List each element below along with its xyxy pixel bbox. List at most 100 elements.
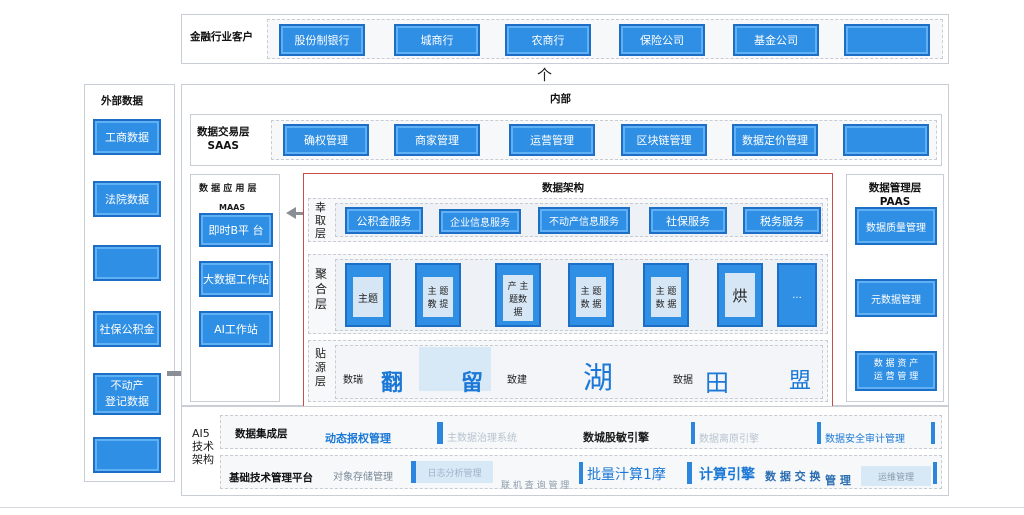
aggregate-item-1[interactable]: 主题 <box>345 263 391 327</box>
aggregate-item-3-label: 产 主 题数 据 <box>503 275 533 321</box>
finance-item-city-bank[interactable]: 城商行 <box>394 24 480 56</box>
integration-title: 数据集成层 <box>235 428 288 440</box>
base-item-2[interactable]: 日志分析管理 <box>411 461 493 483</box>
arch-to-app-arrow-icon <box>286 207 296 219</box>
finance-item-rural-bank[interactable]: 农商行 <box>505 24 591 56</box>
finance-items-row <box>267 19 943 59</box>
external-item-real-estate[interactable]: 不动产 登记数据 <box>93 373 161 415</box>
trade-item-operations[interactable]: 运营管理 <box>509 124 595 156</box>
integration-bar-2 <box>691 422 695 444</box>
base-bar-2 <box>687 462 692 484</box>
source-item-6: 致据 <box>673 375 693 386</box>
base-item-4[interactable]: 批量汁算1摩 <box>587 467 666 483</box>
up-arrow-icon: 个 <box>537 66 553 84</box>
tech-side-label: AI5 技术 架构 <box>192 427 214 466</box>
aggregate-item-1-label: 主题 <box>353 277 383 317</box>
arch-row-extract: 幸 取 层 公积金服务 企业信息服务 不动产信息服务 社保服务 税务服务 <box>308 198 828 242</box>
source-item-4: 致建 <box>507 375 527 386</box>
extract-item-housing-fund[interactable]: 公积金服务 <box>345 207 423 234</box>
base-item-1[interactable]: 对象存储管理 <box>333 472 393 483</box>
source-item-5: 湖 <box>583 361 613 396</box>
external-item-bottom[interactable] <box>93 437 161 473</box>
finance-item-fund[interactable]: 基金公司 <box>733 24 819 56</box>
mgmt-layer-title: 数据管理层 PAAS <box>868 182 922 208</box>
app-item-bigdata[interactable]: 大数据工作站 <box>199 261 273 297</box>
source-item-2: 翻 <box>381 371 404 396</box>
trade-layer-title: 数据交易层 SAAS <box>197 126 250 152</box>
integration-item-1[interactable]: 动态报权管理 <box>325 432 391 445</box>
mgmt-item-assets[interactable]: 数 据 资 产 运 营 管 理 <box>855 351 937 391</box>
finance-item-blank[interactable] <box>844 24 930 56</box>
external-item-blank[interactable] <box>93 245 161 281</box>
aggregate-item-2[interactable]: 主 题 教 提 <box>415 263 461 327</box>
extract-item-social[interactable]: 社保服务 <box>649 207 727 234</box>
maas-label: MAAS <box>219 203 246 212</box>
base-item-6[interactable]: 数 据 交 换 <box>765 470 821 483</box>
trade-item-blank[interactable] <box>843 124 929 156</box>
trade-item-rights[interactable]: 确权管理 <box>283 124 369 156</box>
data-architecture-panel: 数据架构 幸 取 层 公积金服务 企业信息服务 不动产信息服务 社保服务 税务服… <box>303 173 833 408</box>
trade-item-pricing[interactable]: 数据定价管理 <box>732 124 818 156</box>
arch-row-aggregate-label: 聚 合 层 <box>315 267 328 311</box>
base-bar-1 <box>579 462 583 484</box>
base-item-3[interactable]: 联 机 查 询 管 理 <box>501 481 570 491</box>
aggregate-item-6-label: 烘 <box>725 273 755 317</box>
base-bar-3 <box>933 462 937 484</box>
arch-row-aggregate: 聚 合 层 主题 主 题 教 提 产 主 题数 据 主 题 数 据 主 题 数 … <box>308 254 828 334</box>
extract-item-real-estate[interactable]: 不动产信息服务 <box>538 207 630 234</box>
mgmt-layer-panel: 数据管理层 PAAS 数据质量管理 元数据管理 数 据 资 产 运 营 管 理 <box>846 174 944 402</box>
external-item-court[interactable]: 法院数据 <box>93 181 161 217</box>
finance-item-joint-stock-bank[interactable]: 股份制银行 <box>279 24 365 56</box>
external-data-title: 外部数据 <box>101 95 143 107</box>
source-item-7: 田 <box>705 369 729 397</box>
app-item-ai[interactable]: AI工作站 <box>199 311 273 347</box>
inner-title: 内部 <box>550 93 571 105</box>
aggregate-item-4-label: 主 题 数 据 <box>576 277 606 317</box>
mgmt-item-metadata[interactable]: 元数据管理 <box>855 279 937 317</box>
mgmt-item-quality[interactable]: 数据质量管理 <box>855 207 937 245</box>
arch-title: 数据架构 <box>542 182 584 194</box>
base-platform-title: 基础技术管理平台 <box>229 472 313 484</box>
base-item-8[interactable]: 运维管理 <box>861 466 931 486</box>
aggregate-item-6[interactable]: 烘 <box>717 263 763 327</box>
bottom-divider <box>0 507 1024 508</box>
arch-arrow-line <box>296 212 306 215</box>
app-layer-panel: 数 据 应 用 层 MAAS 即时B平 台 大数据工作站 AI工作站 <box>190 174 280 402</box>
arch-row-source-items <box>335 345 823 399</box>
aggregate-item-7[interactable]: ... <box>777 263 817 327</box>
aggregate-item-3[interactable]: 产 主 题数 据 <box>495 263 541 327</box>
finance-item-insurance[interactable]: 保险公司 <box>619 24 705 56</box>
trade-item-blockchain[interactable]: 区块链管理 <box>621 124 707 156</box>
app-item-bi[interactable]: 即时B平 台 <box>199 213 273 247</box>
trade-item-merchant[interactable]: 商家管理 <box>394 124 480 156</box>
integration-bar-1 <box>437 422 443 444</box>
app-layer-title: 数 据 应 用 层 <box>199 184 257 194</box>
external-item-social[interactable]: 社保公积金 <box>93 311 161 347</box>
source-item-3: 留 <box>461 371 484 396</box>
integration-item-2[interactable]: 主数据治理系统 <box>447 433 517 444</box>
tech-architecture-panel: AI5 技术 架构 数据集成层 动态报权管理 主数据治理系统 数城股敏引擎 数据… <box>181 406 949 496</box>
integration-bar-3 <box>817 422 821 444</box>
extract-item-enterprise[interactable]: 企业信息服务 <box>439 209 521 234</box>
arch-row-extract-label: 幸 取 层 <box>315 201 326 240</box>
base-platform-row: 基础技术管理平台 对象存储管理 日志分析管理 联 机 查 询 管 理 批量汁算1… <box>220 455 942 491</box>
aggregate-item-5[interactable]: 主 题 数 据 <box>643 263 689 327</box>
source-item-1: 数瑞 <box>343 375 363 386</box>
aggregate-item-2-label: 主 题 教 提 <box>423 277 453 317</box>
external-data-panel: 外部数据 工商数据 法院数据 社保公积金 不动产 登记数据 <box>84 84 175 482</box>
external-item-business[interactable]: 工商数据 <box>93 119 161 155</box>
trade-layer-panel: 数据交易层 SAAS 确权管理 商家管理 运营管理 区块链管理 数据定价管理 <box>190 114 942 166</box>
source-item-block <box>419 347 491 391</box>
arch-row-source: 贴 源 层 数瑞 翻 留 致建 湖 致据 田 盟 <box>308 340 828 402</box>
extract-item-tax[interactable]: 税务服务 <box>743 207 821 234</box>
aggregate-item-4[interactable]: 主 题 数 据 <box>568 263 614 327</box>
integration-row: 数据集成层 动态报权管理 主数据治理系统 数城股敏引擎 数据离原引擎 数据安全审… <box>220 415 942 449</box>
integration-bar-4 <box>931 422 935 444</box>
aggregate-item-5-label: 主 题 数 据 <box>651 277 681 317</box>
integration-item-5[interactable]: 数据安全审计管理 <box>825 434 905 445</box>
integration-item-4[interactable]: 数据离原引擎 <box>699 434 759 445</box>
base-item-7[interactable]: 管 理 <box>825 474 851 487</box>
integration-item-3[interactable]: 数城股敏引擎 <box>583 431 649 444</box>
base-item-5[interactable]: 计算引擎 <box>699 467 755 483</box>
finance-customers-panel: 金融行业客户 股份制银行 城商行 农商行 保险公司 基金公司 <box>181 14 949 64</box>
